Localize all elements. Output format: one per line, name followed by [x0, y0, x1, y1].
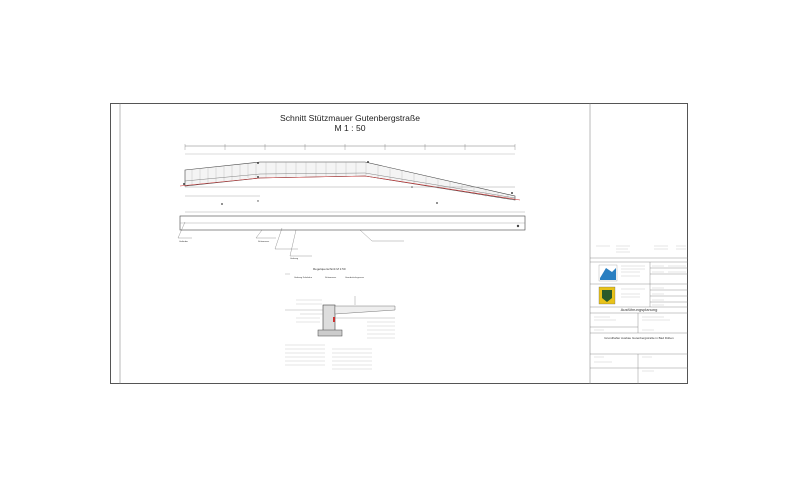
titleblock-grid	[590, 257, 688, 384]
section-top-label-1: Gehweg Fahrbahn	[294, 277, 313, 279]
drawing-sheet	[110, 103, 688, 384]
planning-phase: Ausführungsplanung	[620, 307, 658, 312]
coat-of-arms-shield	[602, 290, 612, 302]
wall-elevation	[179, 161, 521, 201]
drawing-scale: M 1 : 50	[334, 123, 366, 133]
titleblock-fine-text	[594, 245, 686, 372]
foundation-markers	[221, 200, 520, 228]
callout-leaders	[177, 221, 404, 257]
wall-footing	[317, 329, 343, 337]
section-title: Regelquerschnitt M 1:50	[313, 267, 346, 271]
company-logo-mark	[600, 268, 616, 280]
drawing-title: Schnitt Stützmauer Gutenbergstraße	[280, 113, 420, 123]
project-title: Grundhafter Ausbau Gutenbergstraße in Ba…	[604, 336, 674, 340]
wall-top-line	[184, 172, 516, 199]
foundation-band	[179, 186, 526, 231]
dimension-ticks	[184, 144, 516, 150]
road-layers	[334, 305, 396, 315]
cross-section-detail	[285, 273, 396, 337]
callout-label-3: Gehweg	[290, 258, 299, 260]
section-top-label-2: Stützmauer	[325, 277, 337, 279]
level-markers	[183, 161, 513, 194]
callout-label-2: Stützmauer	[258, 241, 270, 243]
wall-body	[184, 161, 516, 201]
terrain-line	[179, 175, 521, 201]
callout-label-1: Geländer	[179, 241, 188, 243]
detail-marker-red	[333, 317, 335, 322]
section-top-label-3: Grundstücksgrenze	[345, 277, 364, 279]
railing-hatching	[191, 162, 509, 199]
legend-lines	[285, 299, 395, 370]
